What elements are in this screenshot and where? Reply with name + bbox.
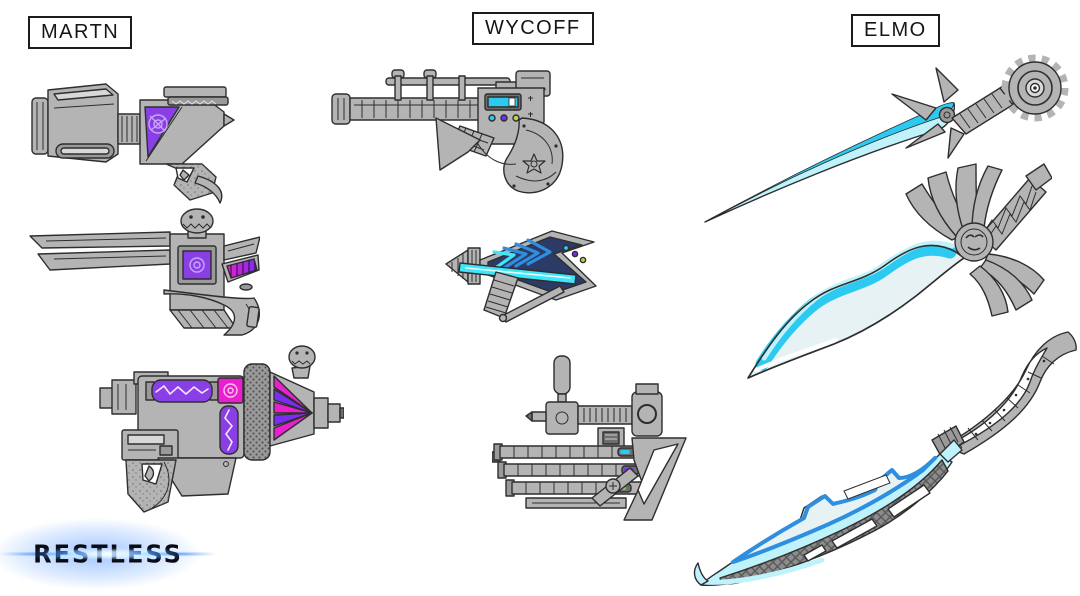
fin-array [273, 375, 313, 441]
face-medallion-icon [954, 222, 994, 262]
knurled-ring [243, 363, 271, 461]
wycoff-weapon-arrow-ray-gun [445, 230, 597, 323]
gear-pommel-icon [1001, 54, 1069, 122]
button-cyan [488, 114, 496, 122]
martn-weapon-boxy-blaster-pistol [31, 83, 235, 204]
wing-guard-upper [905, 163, 1003, 241]
logo-text: RESTLESS [33, 539, 183, 569]
spiral-cell [217, 377, 244, 404]
indicator-cyan [620, 450, 630, 454]
button-cyan [562, 244, 570, 252]
button-yellow [579, 256, 587, 264]
button-violet [500, 114, 508, 122]
button-yellow [512, 114, 520, 122]
screen-panel [182, 250, 212, 280]
column-label-martn: MARTN [28, 16, 133, 49]
skull-ornament-icon [180, 208, 214, 239]
column-label-wycoff: WYCOFF [472, 12, 594, 45]
button-violet [571, 250, 579, 258]
column-label-elmo: ELMO [851, 14, 940, 47]
wycoff-weapon-long-barrel-pistol [331, 69, 564, 194]
restless-logo: RESTLESS [0, 504, 230, 596]
martn-weapon-heavy-fin-blaster [99, 345, 344, 513]
display-screen [487, 96, 519, 108]
elmo-weapon-winged-greatsword [747, 163, 1052, 379]
eye-icon [1033, 86, 1037, 90]
star-badge-icon [522, 153, 546, 174]
elmo-weapon-gear-pommel-dagger [704, 54, 1069, 223]
wycoff-weapon-triple-barrel-rifle [492, 355, 687, 521]
skull-ornament-icon [288, 345, 316, 379]
martn-weapon-skull-crescent-pistol [29, 208, 260, 336]
wing-guard-lower [969, 253, 1045, 317]
elmo-weapon-curved-tech-sabre [693, 331, 1077, 587]
loop-handle [943, 331, 1077, 455]
